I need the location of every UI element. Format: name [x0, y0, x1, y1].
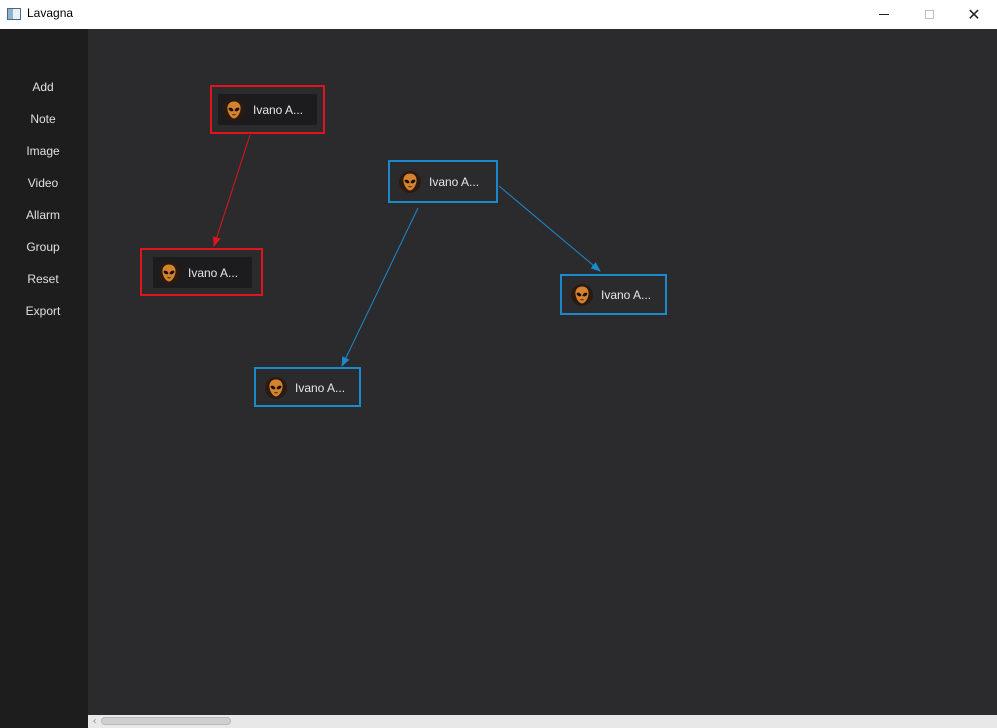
title-bar: Lavagna ✕	[0, 0, 997, 29]
contact-node[interactable]: Ivano A...	[254, 367, 361, 407]
alien-avatar-icon	[399, 170, 421, 193]
close-icon: ✕	[967, 4, 981, 24]
sidebar: Add Note Image Video Allarm Group Reset …	[0, 29, 88, 728]
app-window-icon	[7, 8, 21, 20]
node-label: Ivano A...	[429, 174, 480, 189]
connection-arrow[interactable]	[341, 207, 419, 367]
window-title: Lavagna	[27, 6, 74, 20]
alien-avatar-icon	[158, 261, 180, 284]
contact-node[interactable]: Ivano A...	[560, 274, 667, 315]
minimize-icon	[879, 14, 889, 15]
contact-node[interactable]: Ivano A...	[210, 85, 325, 134]
node-card: Ivano A...	[153, 257, 252, 288]
sidebar-item-image[interactable]: Image	[26, 144, 60, 158]
scroll-left-arrow-icon[interactable]: ‹	[92, 716, 97, 727]
minimize-button[interactable]	[861, 0, 907, 29]
node-label: Ivano A...	[295, 380, 346, 395]
node-label: Ivano A...	[188, 265, 239, 280]
alien-avatar-icon	[571, 283, 593, 306]
node-card: Ivano A...	[394, 166, 492, 197]
horizontal-scrollbar[interactable]: ‹	[88, 715, 997, 728]
node-label: Ivano A...	[253, 102, 304, 117]
connection-arrow[interactable]	[212, 134, 251, 247]
connections-layer	[212, 134, 601, 367]
contact-node[interactable]: Ivano A...	[388, 160, 498, 203]
sidebar-item-note[interactable]: Note	[30, 112, 56, 126]
node-label: Ivano A...	[601, 287, 652, 302]
node-card: Ivano A...	[566, 279, 662, 310]
node-card: Ivano A...	[218, 94, 317, 125]
sidebar-item-export[interactable]: Export	[25, 304, 61, 318]
sidebar-item-video[interactable]: Video	[27, 176, 59, 190]
whiteboard-canvas[interactable]: Ivano A... Ivano A... Ivano A.	[88, 29, 997, 715]
contact-node[interactable]: Ivano A...	[140, 248, 263, 296]
scroll-thumb[interactable]	[101, 717, 231, 725]
node-card: Ivano A...	[260, 372, 356, 403]
sidebar-item-add[interactable]: Add	[32, 80, 54, 94]
close-button[interactable]: ✕	[951, 0, 997, 29]
maximize-button[interactable]	[906, 0, 952, 29]
maximize-icon	[924, 10, 934, 19]
alien-avatar-icon	[223, 98, 245, 121]
sidebar-item-allarm[interactable]: Allarm	[25, 208, 60, 222]
sidebar-item-group[interactable]: Group	[26, 240, 60, 254]
alien-avatar-icon	[265, 376, 287, 399]
connection-arrow[interactable]	[498, 185, 601, 272]
sidebar-item-reset[interactable]: Reset	[27, 272, 59, 286]
